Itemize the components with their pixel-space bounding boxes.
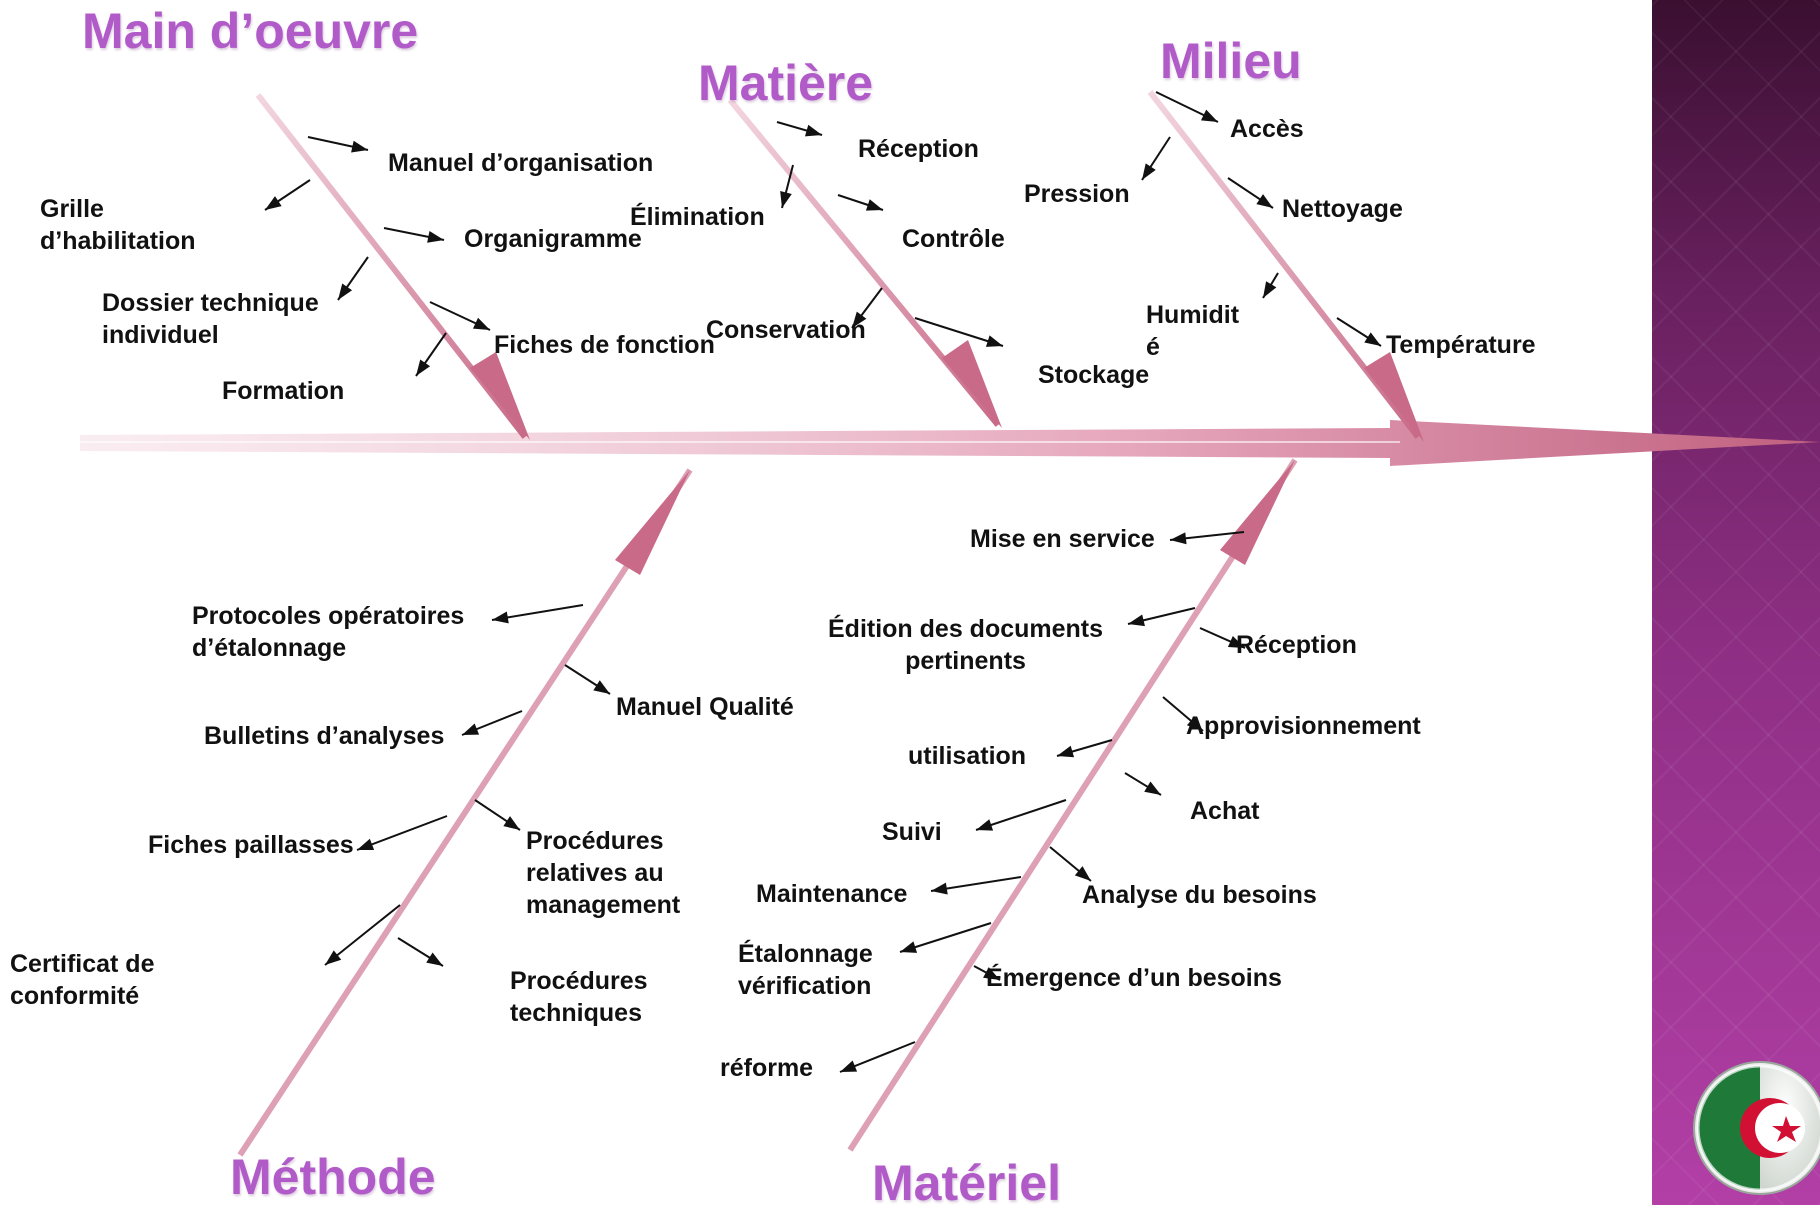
item-utilisation: utilisation [908, 742, 1027, 770]
item-procedures-management: Procédures relatives au management [526, 827, 681, 919]
item-maintenance: Maintenance [756, 880, 908, 908]
arrowhead-6 [804, 124, 822, 137]
arrowhead-34 [840, 1060, 858, 1072]
arrowhead-0 [351, 140, 368, 153]
arrowhead-10 [985, 335, 1003, 347]
arrowhead-8 [865, 199, 883, 211]
arrowhead-4 [472, 317, 490, 330]
arrows-group [264, 91, 1382, 1073]
arrowhead-9 [852, 311, 867, 328]
item-manuel-qualite: Manuel Qualité [616, 693, 794, 721]
item-analyse-besoins: Analyse du besoins [1082, 881, 1317, 909]
connector-arrow-20 [356, 815, 448, 851]
arrowhead-13 [1256, 194, 1273, 208]
item-approvisionnement: Approvisionnement [1186, 712, 1421, 740]
arrowhead-15 [1364, 332, 1381, 346]
arrowhead-21 [325, 950, 342, 965]
arrowhead-29 [976, 819, 994, 831]
item-reforme: réforme [720, 1054, 814, 1082]
arrowhead-14 [1263, 281, 1277, 298]
item-acces: Accès [1230, 115, 1304, 143]
item-achat: Achat [1190, 797, 1260, 825]
bone-main-doeuvre [255, 93, 530, 440]
category-materiel: Matériel [872, 1155, 1061, 1211]
item-reception-matiere: Réception [858, 135, 979, 163]
bone-materiel [847, 458, 1298, 1152]
item-certificat: Certificat de conformité [10, 950, 155, 1010]
arrowhead-1 [265, 196, 282, 210]
item-conservation: Conservation [706, 316, 866, 344]
item-pression: Pression [1024, 180, 1130, 208]
item-elimination: Élimination [630, 203, 765, 231]
arrowhead-19 [503, 816, 520, 830]
item-fiches-paillasses: Fiches paillasses [148, 831, 354, 859]
category-methode: Méthode [230, 1149, 436, 1205]
bone-matiere [727, 98, 1002, 428]
item-temperature: Température [1386, 331, 1536, 359]
arrowhead-33 [983, 967, 1000, 980]
item-manuel-organisation: Manuel d’organisation [388, 149, 654, 177]
category-main-doeuvre: Main d’oeuvre [82, 3, 419, 59]
item-bulletins: Bulletins d’analyses [204, 722, 445, 750]
arrowhead-18 [462, 723, 480, 735]
item-stockage: Stockage [1038, 361, 1150, 389]
arrowhead-12 [1142, 163, 1156, 180]
item-procedures-techniques: Procédures techniques [510, 967, 648, 1027]
arrowhead-2 [427, 230, 444, 243]
item-dossier-technique: Dossier technique individuel [102, 289, 319, 349]
item-reception-materiel: Réception [1236, 631, 1357, 659]
arrowhead-23 [1170, 532, 1187, 545]
item-etalonnage-verification: Étalonnage vérification [738, 940, 873, 1000]
arrowhead-31 [931, 882, 948, 895]
arrowhead-5 [416, 359, 431, 376]
connector-arrow-21 [324, 904, 401, 966]
item-nettoyage: Nettoyage [1282, 195, 1403, 223]
item-protocoles: Protocoles opératoires d’étalonnage [192, 602, 465, 662]
item-grille-habilitation: Grille d’habilitation [40, 195, 196, 255]
arrowhead-17 [593, 680, 610, 694]
item-edition-documents: Édition des documents pertinents [828, 615, 1104, 675]
arrowhead-16 [492, 611, 509, 624]
arrowhead-27 [1057, 745, 1075, 758]
bone-methode [237, 468, 693, 1157]
side-panel [1652, 0, 1820, 1205]
algeria-flag-icon [1693, 1061, 1820, 1195]
arrowhead-3 [338, 283, 353, 300]
arrowhead-28 [1144, 781, 1161, 795]
item-formation: Formation [222, 377, 345, 405]
category-milieu: Milieu [1160, 33, 1302, 89]
item-mise-en-service: Mise en service [970, 525, 1155, 553]
item-humidite: Humidit é [1146, 301, 1240, 361]
arrowhead-32 [900, 941, 918, 953]
arrowhead-22 [426, 952, 443, 966]
arrowhead-20 [357, 838, 375, 850]
arrowhead-24 [1128, 614, 1145, 627]
item-controle: Contrôle [902, 225, 1005, 253]
arrowhead-7 [780, 191, 792, 208]
arrowhead-26 [1186, 716, 1203, 731]
arrowhead-25 [1227, 636, 1245, 648]
item-suivi: Suivi [882, 818, 942, 846]
item-organigramme: Organigramme [464, 225, 642, 253]
category-matiere: Matière [698, 55, 874, 111]
item-emergence-besoins: Émergence d’un besoins [986, 964, 1282, 992]
bone-milieu [1147, 90, 1424, 442]
arrowhead-11 [1200, 109, 1218, 122]
arrowhead-30 [1074, 866, 1091, 881]
item-fiches-fonction: Fiches de fonction [494, 331, 715, 359]
